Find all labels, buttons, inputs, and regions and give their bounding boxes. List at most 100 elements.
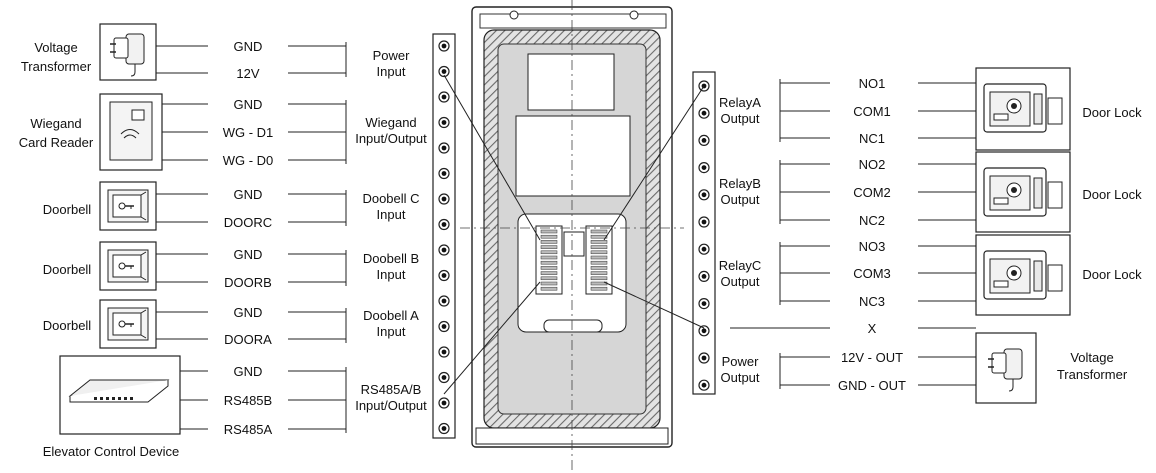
terminal-screw-icon — [698, 270, 710, 282]
terminal-screw-icon — [438, 269, 450, 282]
left-pin-label: GND — [234, 364, 263, 379]
right-pin-label: COM2 — [853, 185, 891, 200]
left-group-label: Wiegand — [365, 115, 416, 130]
left-group-label: Input/Output — [355, 398, 427, 413]
left-device-2: Doorbell — [43, 181, 157, 231]
terminal-screw-icon — [698, 189, 710, 201]
terminal-screw-icon — [438, 116, 450, 129]
terminal-screw-icon — [698, 134, 710, 146]
right-pin-label: NO2 — [859, 157, 886, 172]
terminal-screw-icon — [438, 397, 450, 409]
left-pin-label: GND — [234, 97, 263, 112]
left-device-label: Card Reader — [19, 135, 94, 150]
left-pin-label: GND — [234, 187, 263, 202]
terminal-screw-icon — [438, 167, 450, 180]
right-pin-label: COM1 — [853, 104, 891, 119]
terminal-screw-icon — [438, 320, 450, 333]
left-device-4: Doorbell — [43, 299, 157, 349]
left-pin-label: WG - D0 — [223, 153, 274, 168]
right-pin-label: X — [868, 321, 877, 336]
card-reader-icon — [109, 101, 153, 161]
left-device-label: Transformer — [21, 59, 92, 74]
right-group-label: Output — [720, 111, 759, 126]
intercom-panel — [460, 0, 684, 473]
right-device-2: Door Lock — [975, 234, 1142, 316]
left-device-3: Doorbell — [43, 241, 157, 291]
terminal-screw-icon — [438, 244, 450, 256]
left-device-label: Doorbell — [43, 202, 92, 217]
left-group-label: Input — [377, 267, 406, 282]
terminal-screw-icon — [438, 193, 450, 205]
left-pin-label: WG - D1 — [223, 125, 274, 140]
elevator-controller-icon — [68, 379, 170, 403]
left-group-label: Input — [377, 64, 406, 79]
left-pin-label: 12V — [236, 66, 259, 81]
left-device-label: Voltage — [34, 40, 77, 55]
right-device-label: Door Lock — [1082, 267, 1142, 282]
terminal-screw-icon — [438, 371, 450, 384]
right-group-label: Output — [720, 274, 759, 289]
terminal-screw-icon — [698, 107, 710, 119]
right-pin-label: NC2 — [859, 213, 885, 228]
terminal-screw-icon — [438, 91, 450, 103]
right-group-label: RelayB — [719, 176, 761, 191]
screw-icon — [629, 10, 639, 20]
left-group-label: Power — [373, 48, 411, 63]
left-group-label: Doobell C — [362, 191, 419, 206]
left-device-label: Elevator Control Device — [43, 444, 180, 459]
terminal-screw-icon — [698, 216, 710, 228]
right-pin-label: 12V - OUT — [841, 350, 903, 365]
right-pin-label: NO3 — [859, 239, 886, 254]
left-pin-label: GND — [234, 39, 263, 54]
leader-lines — [443, 74, 705, 395]
right-pin-label: COM3 — [853, 266, 891, 281]
left-group-label: Doobell B — [363, 251, 419, 266]
terminal-screw-icon — [438, 346, 450, 358]
right-device-label: Door Lock — [1082, 105, 1142, 120]
right-group-label: Power — [722, 354, 760, 369]
right-group-label: RelayA — [719, 95, 761, 110]
terminal-screw-icon — [438, 40, 450, 52]
terminal-screw-icon — [438, 422, 450, 435]
left-terminal-strip — [432, 33, 456, 439]
right-pin-label: NC3 — [859, 294, 885, 309]
right-pin-label: NO1 — [859, 76, 886, 91]
left-device-label: Doorbell — [43, 318, 92, 333]
terminal-screw-icon — [698, 325, 710, 337]
terminal-screw-icon — [698, 243, 710, 255]
left-device-label: Wiegand — [30, 116, 81, 131]
left-group-label: Input/Output — [355, 131, 427, 146]
doorbell-button-icon — [107, 189, 149, 223]
doorbell-button-icon — [107, 307, 149, 341]
left-group-label: Input — [377, 207, 406, 222]
right-group-label: RelayC — [719, 258, 762, 273]
left-pin-label: GND — [234, 247, 263, 262]
doorbell-button-icon — [107, 249, 149, 283]
left-group-label: Input — [377, 324, 406, 339]
screw-icon — [509, 10, 519, 20]
left-group-label: Doobell A — [363, 308, 419, 323]
left-group-label: RS485A/B — [361, 382, 422, 397]
left-pin-label: GND — [234, 305, 263, 320]
right-group-label: Output — [720, 370, 759, 385]
terminal-screw-icon — [698, 379, 710, 391]
left-pin-label: RS485B — [224, 393, 272, 408]
right-pin-label: GND - OUT — [838, 378, 906, 393]
terminal-screw-icon — [438, 65, 450, 78]
left-pin-label: RS485A — [224, 422, 273, 437]
right-group-labels: RelayAOutputRelayBOutputRelayCOutputPowe… — [719, 95, 762, 385]
right-device-1: Door Lock — [975, 151, 1142, 233]
terminal-screw-icon — [438, 218, 450, 231]
left-device-5: Elevator Control Device — [43, 355, 181, 459]
terminal-screw-icon — [698, 352, 710, 364]
left-pin-label: DOORA — [224, 332, 272, 347]
